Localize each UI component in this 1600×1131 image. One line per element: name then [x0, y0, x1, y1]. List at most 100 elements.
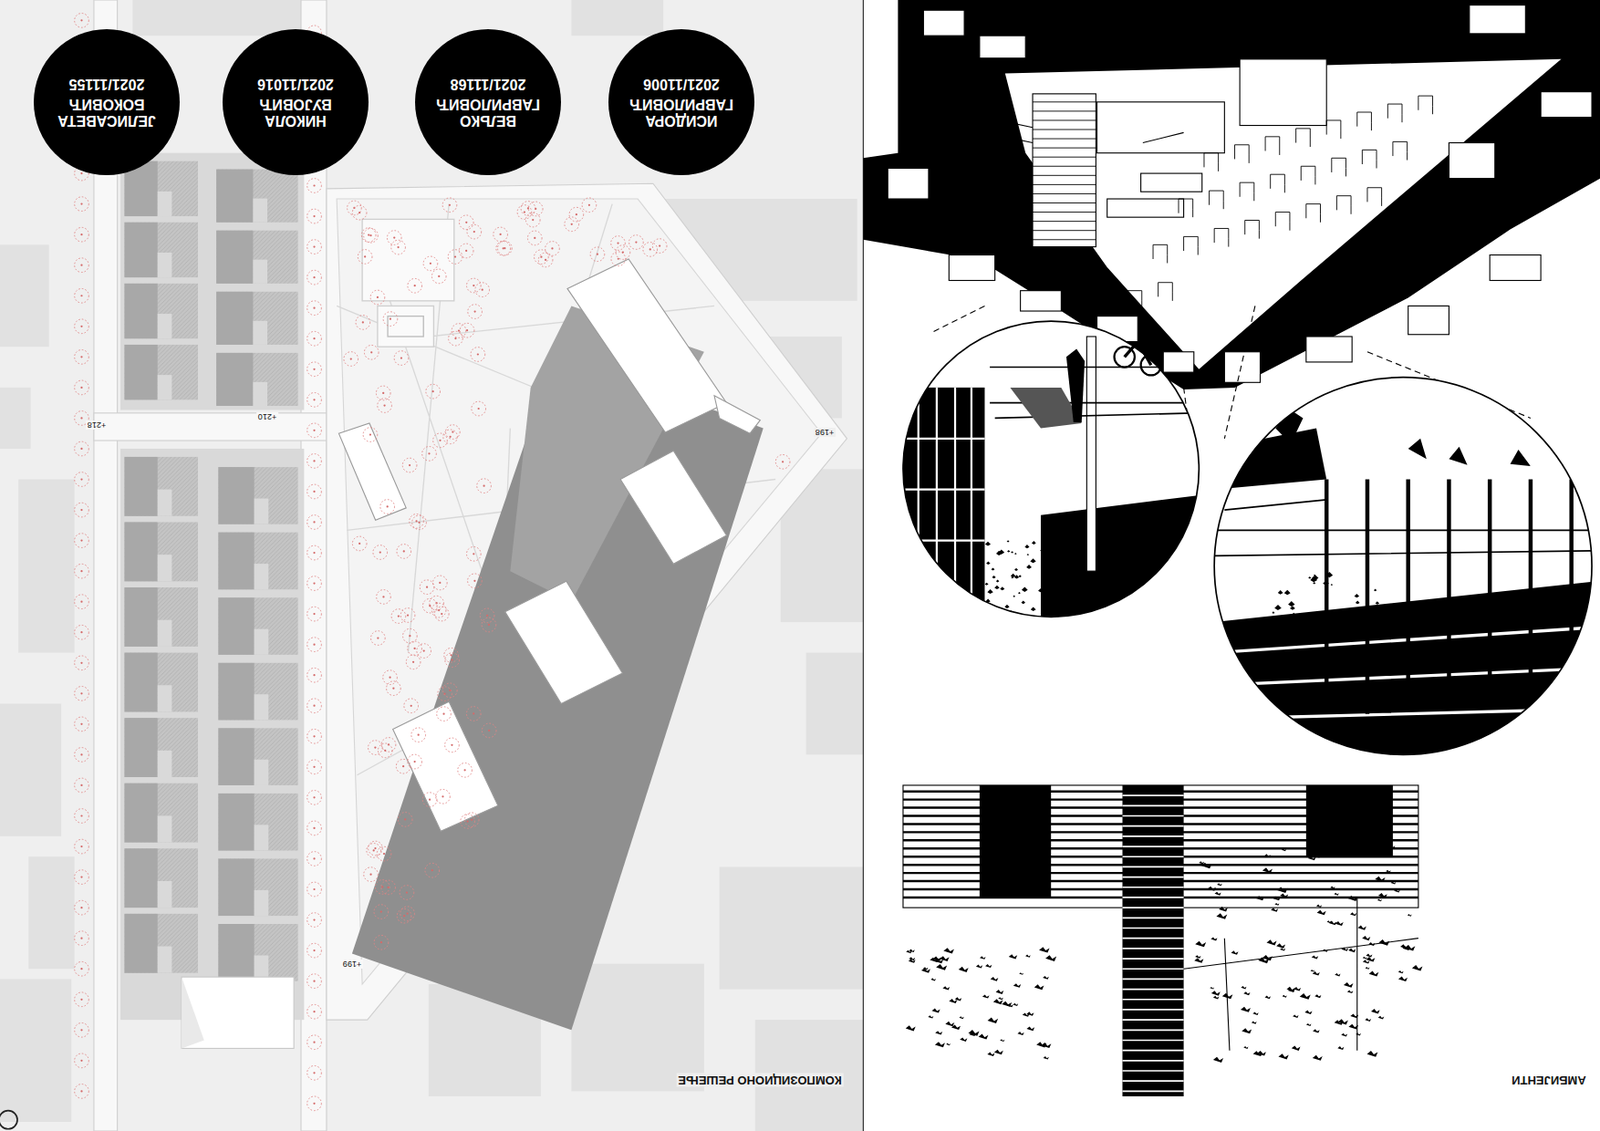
- bird-figure: [1277, 1053, 1289, 1060]
- crowd-figure: [1319, 622, 1324, 625]
- tree-symbol: [377, 398, 393, 414]
- tree-symbol: [431, 602, 447, 618]
- crowd-figure: [1043, 569, 1048, 572]
- tree-symbol: [307, 423, 323, 438]
- tree-symbol: [74, 931, 90, 946]
- hanging-block: [923, 10, 965, 36]
- bird-figure: [958, 966, 969, 973]
- crowd-figure: [1026, 564, 1032, 570]
- housing-cell: [218, 858, 298, 916]
- housing-cell: [218, 597, 298, 655]
- tree-symbol: [460, 814, 476, 830]
- hanging-block: [1224, 352, 1260, 384]
- crowd-figure: [1064, 552, 1069, 557]
- tree-symbol: [74, 839, 90, 854]
- tree-symbol: [74, 685, 90, 701]
- bird-figure: [993, 998, 1004, 1005]
- crowd-figure: [1278, 620, 1284, 624]
- tree-symbol: [307, 759, 323, 775]
- tree-symbol: [363, 867, 379, 883]
- crowd-figure: [1062, 607, 1066, 610]
- bird-figure: [1281, 848, 1287, 852]
- tree-symbol: [407, 641, 423, 656]
- crowd-figure: [1024, 544, 1029, 549]
- bird-figure: [1365, 954, 1372, 958]
- bird-figure: [1308, 856, 1317, 862]
- tree-symbol: [307, 820, 323, 836]
- tree-symbol: [445, 653, 460, 668]
- tree-symbol: [534, 249, 550, 265]
- tree-symbol: [74, 380, 90, 395]
- tower-illustration: [903, 785, 1424, 1097]
- bird-figure: [1201, 862, 1213, 869]
- bird-figure: [1402, 945, 1410, 951]
- housing-cell: [216, 291, 298, 345]
- tree-symbol: [425, 862, 440, 878]
- tree-symbol: [564, 217, 580, 232]
- bird-figure: [933, 956, 942, 962]
- bird-figure: [1312, 971, 1320, 976]
- tree-symbol: [458, 215, 474, 230]
- bird-figure: [1013, 983, 1021, 988]
- crowd-figure: [1021, 587, 1029, 593]
- tree-symbol: [307, 974, 323, 989]
- tree-symbol: [386, 230, 402, 246]
- bird-figure: [1209, 987, 1215, 990]
- student-index: 2021/11168: [450, 75, 527, 93]
- crowd-figure: [1371, 616, 1376, 621]
- tree-symbol: [520, 201, 536, 217]
- tree-symbol: [419, 580, 435, 595]
- housing-cell: [124, 344, 198, 400]
- bird-figure: [1036, 1041, 1047, 1048]
- tree-symbol: [307, 606, 323, 622]
- tree-symbol: [363, 228, 379, 243]
- crowd-figure: [1045, 593, 1050, 598]
- bird-figure: [1364, 1018, 1372, 1022]
- bird-figure: [1378, 893, 1388, 898]
- tree-symbol: [498, 240, 513, 256]
- tree-symbol: [371, 631, 386, 646]
- tree-symbol: [467, 304, 483, 320]
- bird-figure: [1340, 1033, 1348, 1038]
- bird-figure: [1038, 946, 1050, 953]
- bird-figure: [1368, 942, 1375, 946]
- crowd-figure: [1054, 612, 1061, 617]
- tree-symbol: [425, 384, 441, 399]
- panel-title: АМБИЈЕНТИ: [1509, 1073, 1588, 1088]
- bird-figure: [1311, 955, 1319, 959]
- bird-figure: [930, 977, 936, 981]
- bird-figure: [908, 956, 915, 961]
- bird-figure: [932, 1007, 941, 1013]
- tree-symbol: [416, 644, 432, 659]
- bird-figure: [1042, 976, 1050, 980]
- bird-figure: [1319, 851, 1329, 856]
- bird-figure: [1314, 994, 1321, 998]
- tree-symbol: [307, 667, 323, 683]
- bird-figure: [1213, 996, 1219, 1000]
- tree-symbol: [307, 882, 323, 897]
- crowd-figure: [985, 582, 989, 586]
- student-badge: ИСИДОРА ГАВРИЛОВИЋ2021/11006: [608, 29, 755, 176]
- bird-figure: [1398, 970, 1404, 974]
- bird-figure: [1216, 883, 1223, 886]
- tree-symbol: [643, 242, 658, 258]
- tree-symbol: [74, 197, 90, 212]
- tree-symbol: [357, 249, 373, 265]
- housing-cell: [124, 717, 198, 778]
- tree-symbol: [615, 245, 631, 260]
- crowd-figure: [1343, 625, 1351, 632]
- bird-figure: [1274, 903, 1279, 906]
- crowd-figure: [1007, 550, 1010, 553]
- bird-figure: [1378, 939, 1390, 946]
- bird-figure: [958, 1016, 964, 1019]
- crowd-figure: [986, 561, 991, 565]
- bird-figure: [1387, 844, 1395, 850]
- bird-figure: [1334, 973, 1341, 977]
- housing-cell: [218, 727, 298, 786]
- tree-symbol: [458, 243, 474, 259]
- bird-figure: [1194, 955, 1201, 958]
- student-name: ИСИДОРА ГАВРИЛОВИЋ: [625, 94, 738, 129]
- tree-symbol: [307, 1065, 323, 1081]
- housing-cell: [218, 532, 298, 591]
- tree-symbol: [307, 728, 323, 744]
